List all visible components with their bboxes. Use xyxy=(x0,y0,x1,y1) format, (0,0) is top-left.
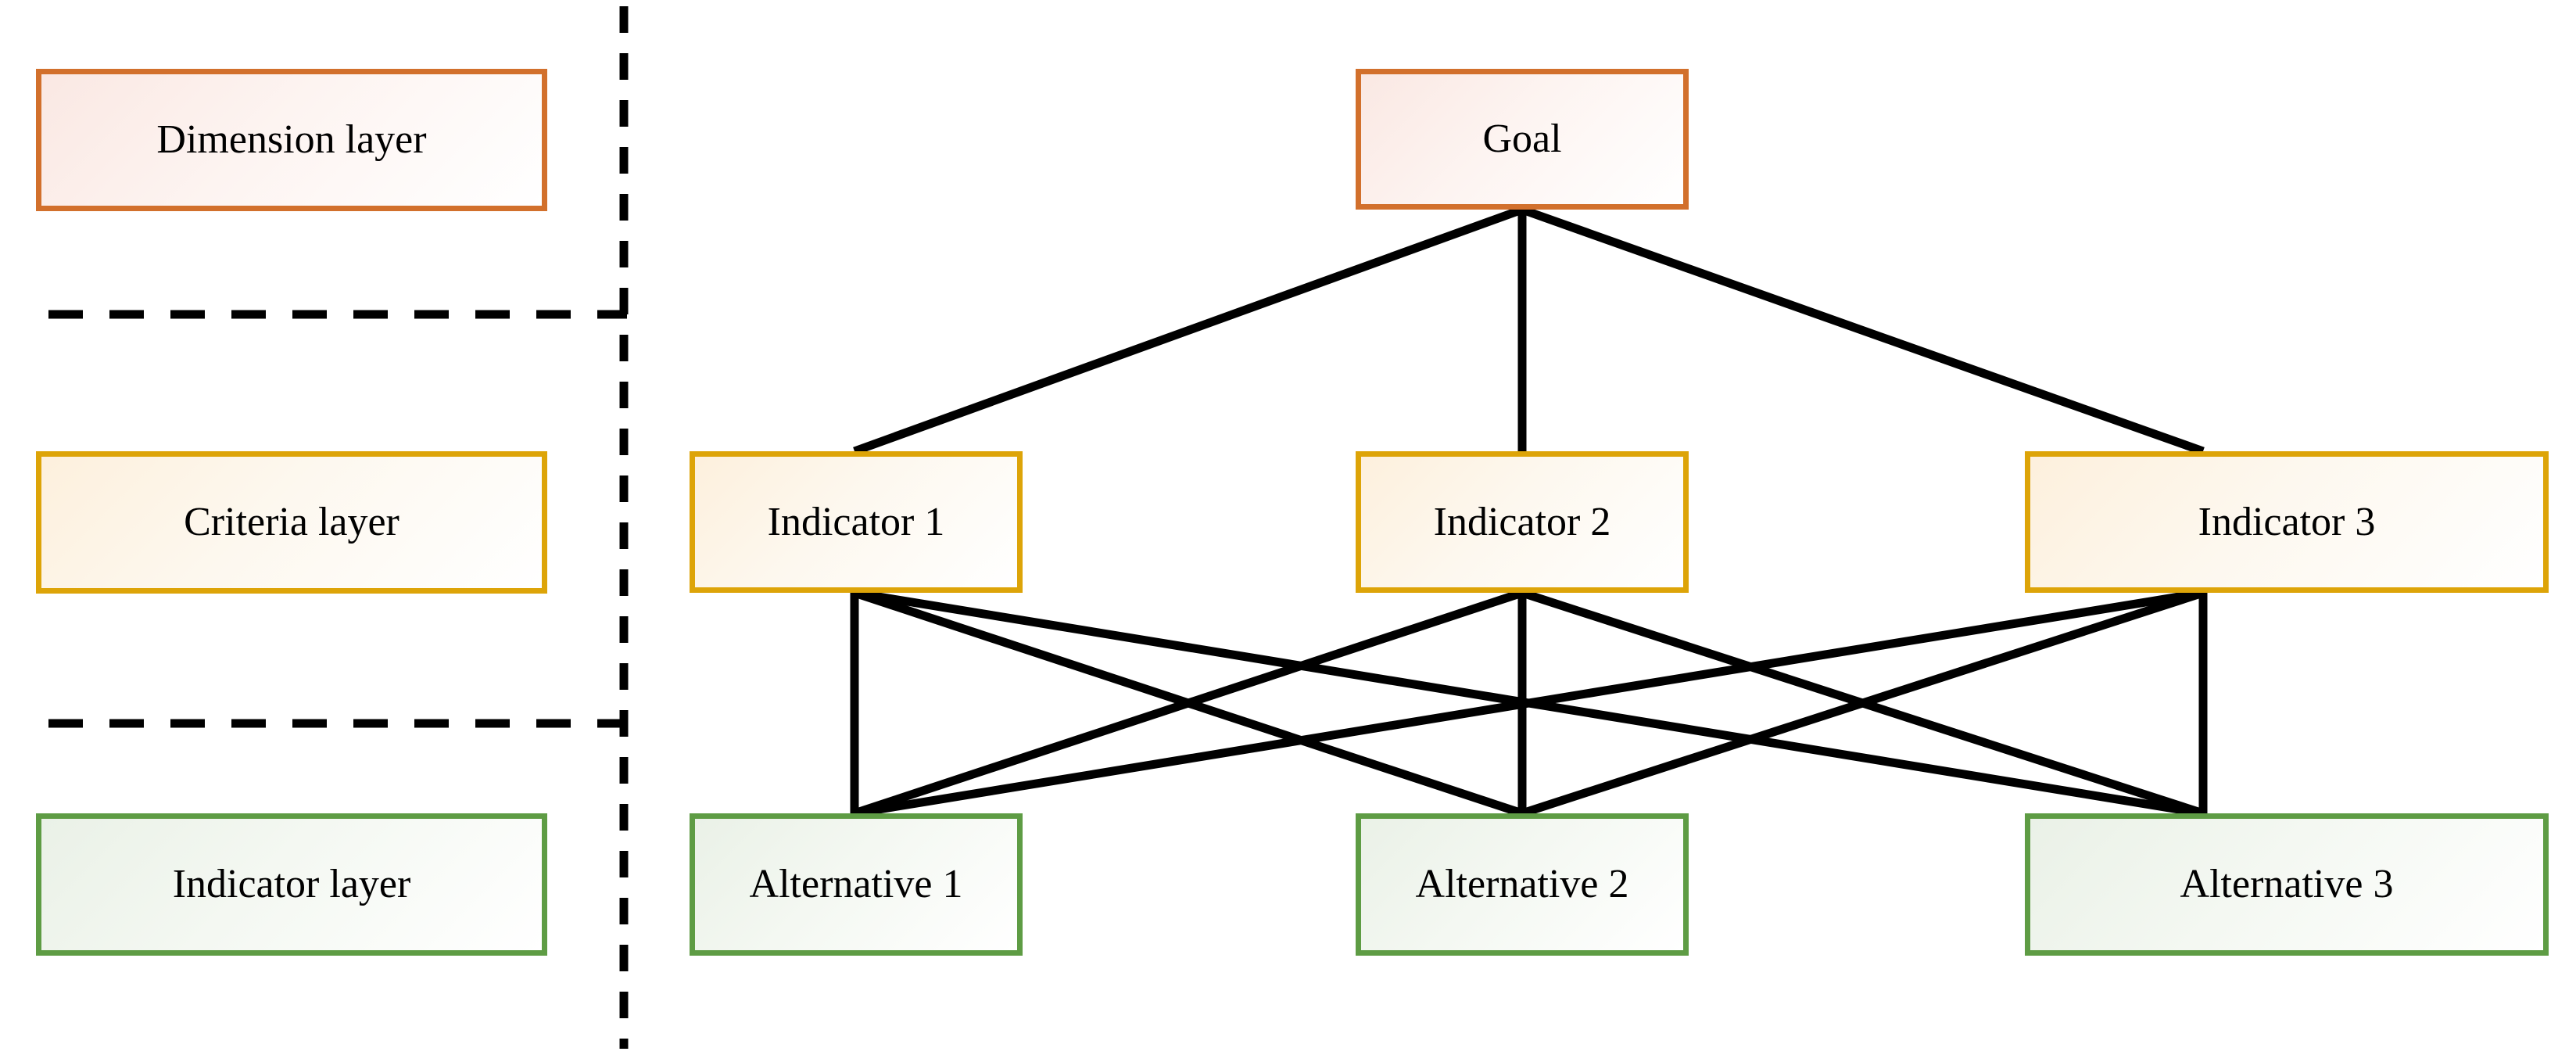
node-indicator-2[interactable]: Indicator 2 xyxy=(1356,451,1689,593)
node-label: Indicator 2 xyxy=(1433,499,1611,544)
node-label: Indicator 1 xyxy=(767,499,945,544)
node-goal[interactable]: Goal xyxy=(1356,69,1689,210)
edge-goal-to-criteria xyxy=(1521,205,2205,456)
node-alternative-3[interactable]: Alternative 3 xyxy=(2025,813,2549,956)
legend-box-label: Dimension layer xyxy=(156,117,427,163)
edge-criteria-to-alternative xyxy=(854,588,2204,818)
edge-goal-to-criteria xyxy=(853,205,1524,456)
legend-box-criteria-layer[interactable]: Criteria layer xyxy=(36,451,547,594)
legend-box-indicator-layer[interactable]: Indicator layer xyxy=(36,813,547,956)
legend-box-label: Criteria layer xyxy=(184,500,399,545)
node-alternative-1[interactable]: Alternative 1 xyxy=(690,813,1023,956)
node-alternative-2[interactable]: Alternative 2 xyxy=(1356,813,1689,956)
edge-criteria-to-alternative xyxy=(1521,588,2205,818)
edge-criteria-to-alternative xyxy=(1521,588,2205,818)
edge-criteria-to-alternative xyxy=(853,588,1524,818)
node-indicator-1[interactable]: Indicator 1 xyxy=(690,451,1023,593)
legend-box-dimension-layer[interactable]: Dimension layer xyxy=(36,69,547,211)
node-label: Alternative 2 xyxy=(1415,862,1629,907)
edge-criteria-to-alternative xyxy=(854,588,2204,818)
node-label: Indicator 3 xyxy=(2198,499,2376,544)
edge-criteria-to-alternative xyxy=(853,588,1524,818)
node-label: Goal xyxy=(1482,117,1562,162)
node-label: Alternative 1 xyxy=(749,862,963,907)
legend-box-label: Indicator layer xyxy=(172,862,411,907)
node-label: Alternative 3 xyxy=(2180,862,2394,907)
node-indicator-3[interactable]: Indicator 3 xyxy=(2025,451,2549,593)
